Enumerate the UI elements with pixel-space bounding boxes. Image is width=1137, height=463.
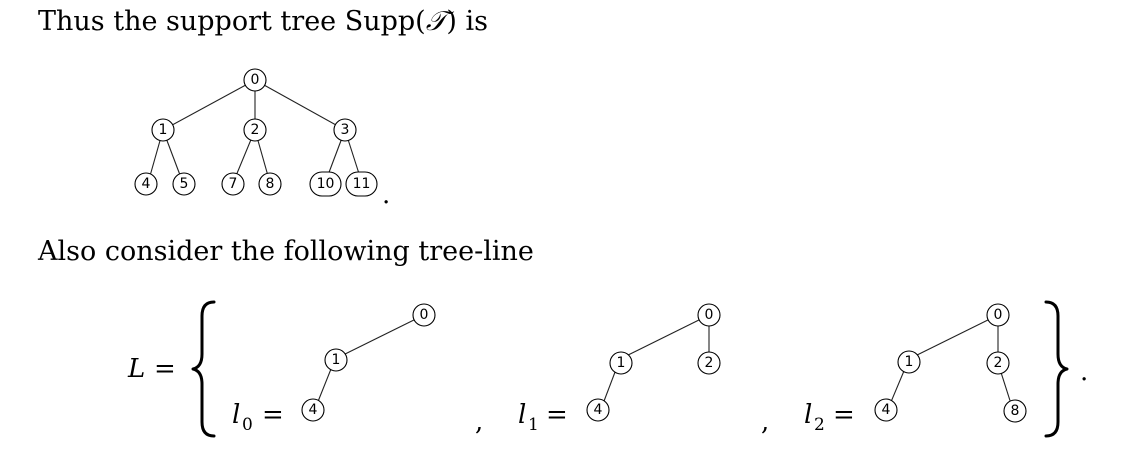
tree-node: 0 [986, 303, 1010, 327]
line-subscript: 1 [528, 415, 539, 435]
tree-node: 1 [897, 350, 921, 374]
svg-text:2: 2 [994, 355, 1003, 371]
svg-text:0: 0 [994, 307, 1003, 323]
svg-text:1: 1 [617, 355, 626, 371]
svg-text:10: 10 [317, 176, 335, 192]
tree-edge [254, 79, 346, 131]
support-tree-diagram: 0 1 2 3 4 5 7 8 [134, 68, 390, 210]
sentence-text-end: ) is [446, 6, 489, 37]
tree-leaf: 7 [221, 172, 245, 196]
tree-leaf: 11 [345, 171, 378, 197]
svg-text:4: 4 [142, 176, 151, 192]
support-tree-sentence: Thus the support tree Supp(𝒯) is [38, 6, 488, 38]
svg-text:0: 0 [251, 72, 260, 88]
script-t-symbol: 𝒯 [425, 6, 447, 37]
equals-sign: = [154, 354, 176, 384]
svg-text:4: 4 [882, 402, 891, 418]
svg-text:5: 5 [180, 176, 189, 192]
tree-edge [334, 314, 425, 360]
tree-line-l2: l 2 = 0 1 2 4 [804, 303, 1027, 435]
svg-text:0: 0 [420, 307, 429, 323]
tree-node: 4 [874, 398, 898, 422]
svg-text:1: 1 [332, 352, 341, 368]
svg-text:0: 0 [705, 307, 714, 323]
final-period: . [1080, 357, 1088, 387]
tree-leaf: 4 [134, 172, 158, 196]
tree-node: 0 [697, 303, 721, 327]
tree-node: 2 [697, 351, 721, 375]
tree-edge [162, 79, 256, 131]
tree-leaf: 10 [309, 171, 342, 197]
line-name: l [518, 400, 526, 430]
svg-text:4: 4 [594, 402, 603, 418]
tree-line-l1: l 1 = 0 1 2 4 [518, 303, 721, 435]
right-brace [1044, 300, 1069, 438]
svg-text:7: 7 [229, 176, 238, 192]
tree-node: 8 [1003, 399, 1027, 423]
tree-leaf: 8 [258, 172, 282, 196]
svg-text:2: 2 [251, 122, 260, 138]
line-name: l [804, 400, 812, 430]
equals-sign: = [546, 400, 568, 430]
equals-sign: = [262, 400, 284, 430]
separator-comma: , [475, 407, 483, 437]
tree-node: 2 [243, 118, 267, 142]
tree-node: 3 [333, 118, 357, 142]
svg-text:2: 2 [705, 355, 714, 371]
tree-node-root: 0 [243, 68, 267, 92]
tree-leaf: 5 [172, 172, 196, 196]
tree-node: 1 [324, 348, 348, 372]
sentence-text: Thus the support tree Supp( [38, 6, 426, 37]
tree-node: 4 [301, 398, 325, 422]
equals-sign: = [833, 400, 855, 430]
tree-node: 2 [986, 351, 1010, 375]
separator-comma: , [761, 407, 769, 437]
svg-text:3: 3 [341, 122, 350, 138]
support-tree-period: . [382, 180, 390, 210]
tree-node: 1 [151, 118, 175, 142]
tree-line-sentence: Also consider the following tree-line [38, 236, 534, 267]
line-subscript: 0 [242, 415, 253, 435]
tree-line-l0: l 0 = 0 1 4 [232, 303, 436, 435]
tree-node: 4 [586, 398, 610, 422]
svg-text:4: 4 [309, 402, 318, 418]
tree-edge [619, 314, 710, 360]
tree-node: 1 [609, 351, 633, 375]
svg-text:1: 1 [159, 122, 168, 138]
svg-text:8: 8 [1011, 403, 1020, 419]
line-name: l [232, 400, 240, 430]
tree-line-equation: L = l 0 = 0 1 4 , l [127, 300, 1088, 438]
svg-text:1: 1 [905, 354, 914, 370]
line-subscript: 2 [814, 415, 825, 435]
tree-edge [908, 314, 999, 360]
svg-text:8: 8 [266, 176, 275, 192]
tree-line-lhs: L [127, 354, 145, 384]
left-brace [191, 300, 216, 438]
svg-text:11: 11 [353, 176, 371, 192]
tree-node: 0 [412, 303, 436, 327]
